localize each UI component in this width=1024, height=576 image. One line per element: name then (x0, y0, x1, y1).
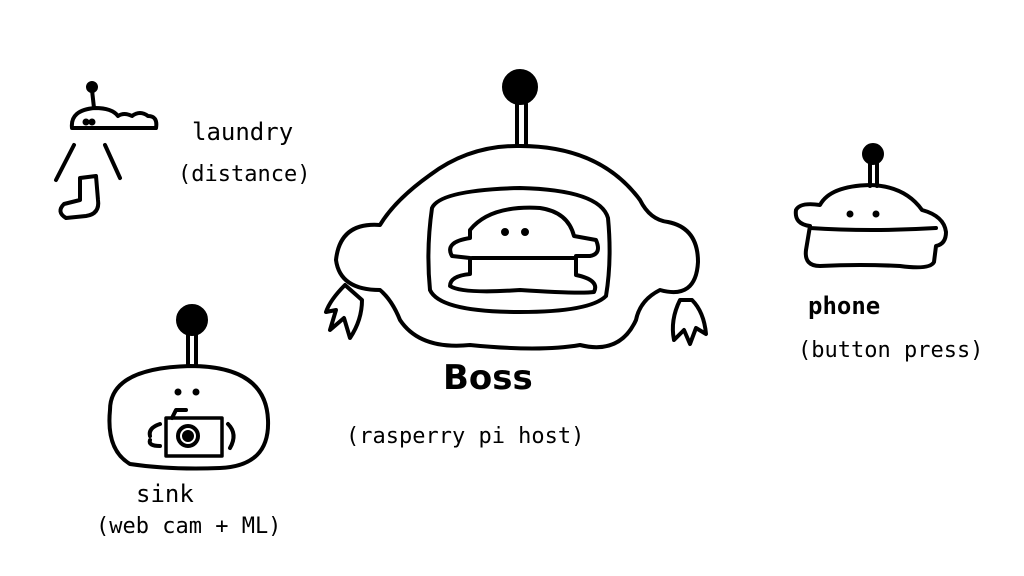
laundry-robot-icon (54, 81, 159, 220)
boss-detail: (rasperry pi host) (346, 424, 585, 449)
sink-robot-icon (107, 304, 271, 471)
phone-detail: (button press) (798, 338, 984, 363)
boss-robot-icon (324, 69, 708, 351)
laundry-label: laundry (192, 118, 294, 146)
sink-detail: (web cam + ML) (96, 514, 282, 539)
sink-label: sink (136, 480, 194, 508)
phone-robot-icon (793, 143, 948, 270)
boss-label: Boss (443, 358, 533, 398)
phone-label: phone (808, 292, 881, 320)
laundry-detail: (distance) (178, 162, 311, 187)
